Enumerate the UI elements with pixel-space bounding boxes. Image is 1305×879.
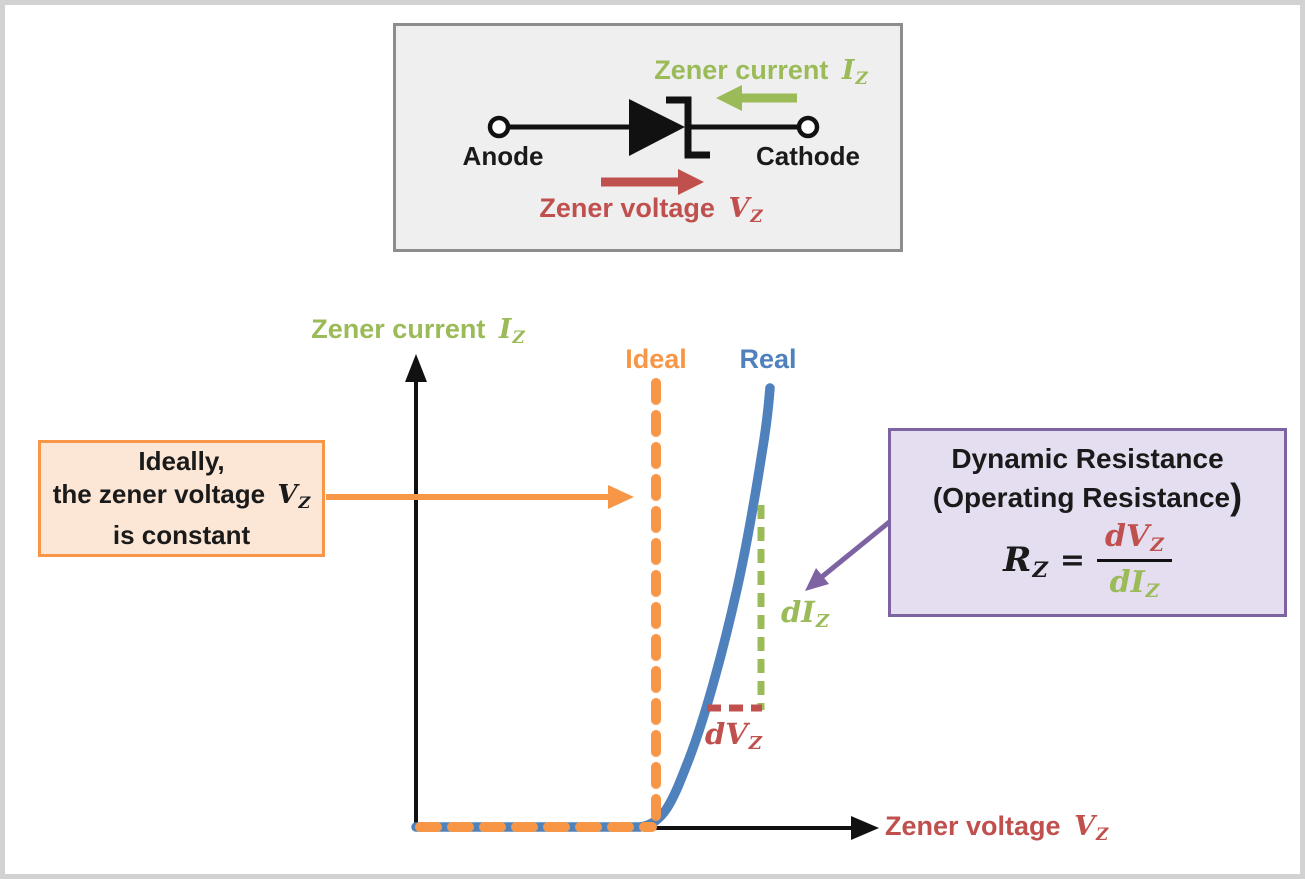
- ideal-note-box: Ideally, the zener voltage VZ is constan…: [38, 440, 325, 557]
- ideal-note-line1: Ideally,: [138, 446, 225, 477]
- zener-cathode-bar-icon: [666, 96, 710, 159]
- ideal-note-line3: is constant: [112, 519, 251, 550]
- delta-current-label: dIZ: [781, 595, 829, 633]
- resistance-note-arrow-shaft: [816, 517, 895, 582]
- formula-lhs: RZ: [1003, 539, 1048, 582]
- resistance-formula: RZ = dVZ dIZ: [1003, 519, 1172, 602]
- x-axis-label-text: Zener voltage: [885, 811, 1061, 841]
- y-axis-symbol: IZ: [498, 314, 525, 347]
- cathode-label: Cathode: [756, 141, 860, 171]
- resistance-note-arrow-icon: [805, 517, 895, 591]
- zener-current-arrow-icon: [716, 85, 797, 111]
- circuit-current-label: Zener current IZ: [654, 55, 868, 88]
- real-curve-label: Real: [739, 344, 797, 374]
- zener-voltage-arrow-icon: [601, 169, 704, 195]
- y-axis-arrowhead-icon: [405, 354, 427, 382]
- delta-voltage-label: dVZ: [705, 717, 762, 755]
- diode-triangle-icon: [629, 99, 685, 156]
- circuit-voltage-label-text: Zener voltage: [539, 193, 715, 223]
- anode-label: Anode: [462, 141, 544, 171]
- resistance-note-title2: (Operating Resistance): [932, 476, 1243, 517]
- resistance-note-arrowhead: [805, 568, 829, 591]
- ideal-note-arrow-icon: [326, 485, 634, 509]
- resistance-note-close-paren: ): [1230, 476, 1243, 517]
- ideal-note-line2: the zener voltage VZ: [52, 479, 311, 512]
- zener-diode-symbol-icon: [487, 96, 820, 159]
- formula-fraction: dVZ dIZ: [1096, 519, 1172, 603]
- zener-current-arrowhead: [716, 85, 742, 111]
- circuit-voltage-label: Zener voltage VZ: [539, 193, 763, 226]
- zener-voltage-arrowhead: [678, 169, 704, 195]
- x-axis-symbol: VZ: [1074, 811, 1109, 844]
- resistance-note-title1: Dynamic Resistance: [951, 443, 1224, 474]
- ideal-note-arrowhead: [608, 485, 634, 509]
- cathode-terminal-icon: [796, 115, 820, 139]
- y-axis-label-text: Zener current: [311, 314, 486, 344]
- anode-terminal-icon: [487, 115, 511, 139]
- x-axis-label: Zener voltage VZ: [885, 811, 1109, 844]
- ideal-curve-label: Ideal: [625, 344, 687, 374]
- y-axis-label: Zener current IZ: [311, 314, 525, 347]
- x-axis-arrowhead-icon: [851, 816, 879, 840]
- formula-numerator: dVZ: [1096, 519, 1172, 563]
- real-curve: [411, 383, 775, 832]
- formula-denominator: dIZ: [1109, 565, 1160, 603]
- formula-equals: =: [1059, 543, 1085, 579]
- resistance-note-box: Dynamic Resistance (Operating Resistance…: [888, 428, 1287, 617]
- circuit-current-label-text: Zener current: [654, 55, 829, 85]
- circuit-voltage-symbol: VZ: [728, 193, 763, 226]
- circuit-current-symbol: IZ: [841, 55, 868, 88]
- ideal-note-voltage-symbol: VZ: [277, 480, 311, 512]
